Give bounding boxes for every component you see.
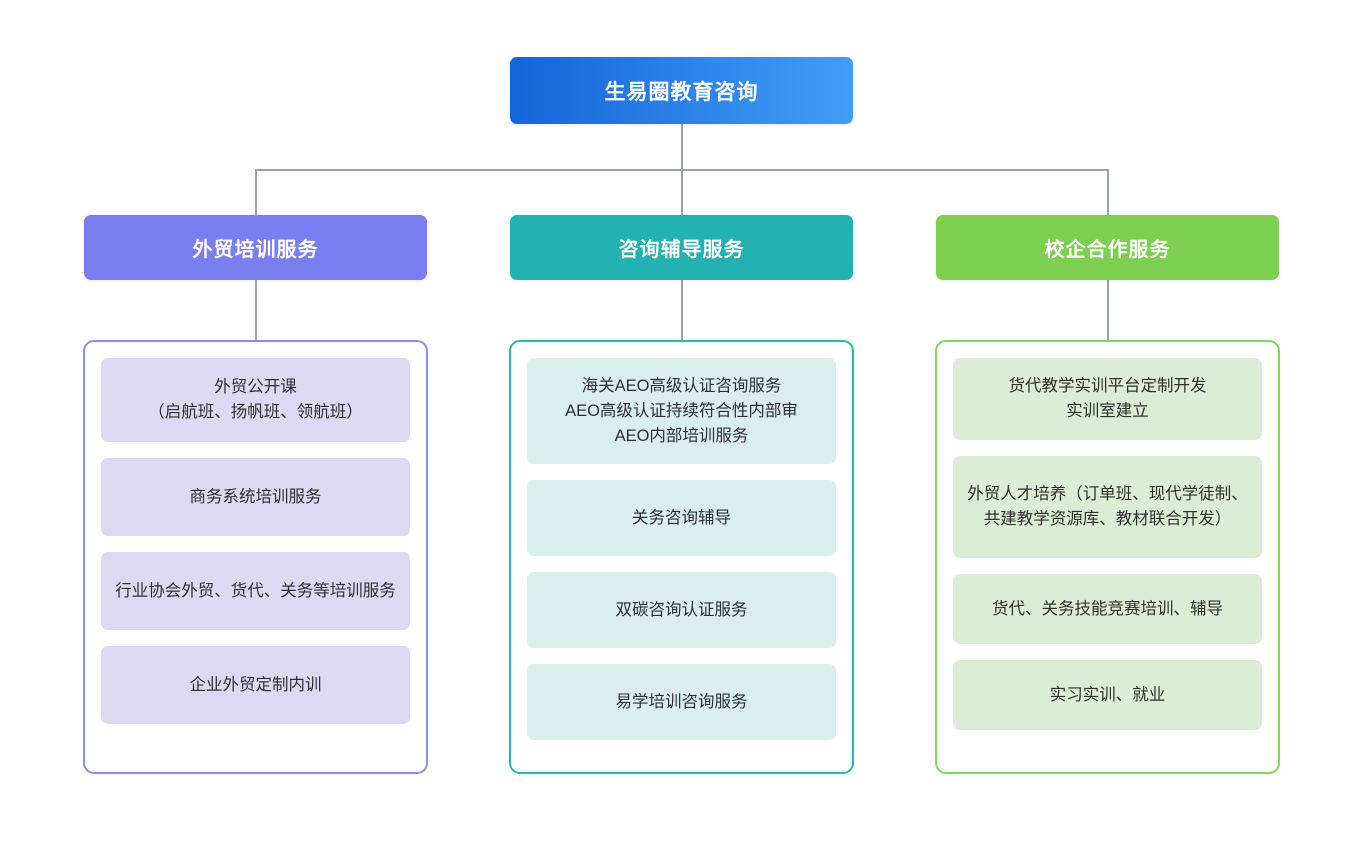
list-item-line: 外贸公开课 xyxy=(214,378,297,396)
connector-branch-0-to-items xyxy=(255,280,257,340)
branch-header-1-label: 咨询辅导服务 xyxy=(618,239,745,261)
list-item[interactable]: 企业外贸定制内训 xyxy=(101,646,410,724)
list-item-line: 外贸人才培养（订单班、现代学徒制、共建教学资源库、教材联合开发） xyxy=(967,485,1248,528)
branch-header-2[interactable]: 校企合作服务 xyxy=(936,215,1279,280)
branch-0-items-container: 外贸公开课 （启航班、扬帆班、领航班） 商务系统培训服务 行业协会外贸、货代、关务… xyxy=(83,340,428,774)
list-item-text: 海关AEO高级认证咨询服务 AEO高级认证持续符合性内部审 AEO内部培训服务 xyxy=(565,374,798,449)
list-item[interactable]: 货代、关务技能竞赛培训、辅导 xyxy=(953,574,1262,644)
list-item-line: 实训室建立 xyxy=(1066,402,1149,420)
list-item[interactable]: 实习实训、就业 xyxy=(953,660,1262,730)
root-node-label: 生易圈教育咨询 xyxy=(604,80,759,104)
list-item[interactable]: 易学培训咨询服务 xyxy=(527,664,836,740)
list-item-text: 企业外贸定制内训 xyxy=(190,673,322,698)
list-item-line: 双碳咨询认证服务 xyxy=(615,600,748,619)
branch-header-2-label: 校企合作服务 xyxy=(1044,239,1171,261)
list-item-text: 实习实训、就业 xyxy=(1050,683,1166,708)
branch-2-items-container: 货代教学实训平台定制开发实训室建立 外贸人才培养（订单班、现代学徒制、共建教学资… xyxy=(935,340,1280,774)
list-item-line: 货代教学实训平台定制开发 xyxy=(1008,377,1207,395)
list-item-line: 行业协会外贸、货代、关务等培训服务 xyxy=(115,581,396,600)
list-item-text: 外贸公开课 （启航班、扬帆班、领航班） xyxy=(148,375,363,425)
list-item-line: 货代、关务技能竞赛培训、辅导 xyxy=(992,599,1223,618)
list-item-text: 双碳咨询认证服务 xyxy=(616,598,748,623)
list-item[interactable]: 关务咨询辅导 xyxy=(527,480,836,556)
list-item[interactable]: 双碳咨询认证服务 xyxy=(527,572,836,648)
connector-branch-2-vertical xyxy=(1107,169,1109,215)
root-node[interactable]: 生易圈教育咨询 xyxy=(510,57,853,124)
connector-branch-2-to-items xyxy=(1107,280,1109,340)
branch-header-0-label: 外贸培训服务 xyxy=(192,239,319,261)
branch-header-0[interactable]: 外贸培训服务 xyxy=(84,215,427,280)
branch-1-items-container: 海关AEO高级认证咨询服务 AEO高级认证持续符合性内部审 AEO内部培训服务 关务… xyxy=(509,340,854,774)
list-item[interactable]: 外贸人才培养（订单班、现代学徒制、共建教学资源库、教材联合开发） xyxy=(953,456,1262,558)
list-item-line: （启航班、扬帆班、领航班） xyxy=(148,403,363,421)
list-item-line: 企业外贸定制内训 xyxy=(189,675,322,694)
connector-branch-0-vertical xyxy=(255,169,257,215)
list-item-text: 关务咨询辅导 xyxy=(632,506,731,531)
list-item[interactable]: 外贸公开课 （启航班、扬帆班、领航班） xyxy=(101,358,410,442)
list-item-line: AEO高级认证持续符合性内部审 xyxy=(565,401,798,420)
list-item-text: 易学培训咨询服务 xyxy=(616,690,748,715)
list-item-text: 货代、关务技能竞赛培训、辅导 xyxy=(992,597,1223,622)
connector-branch-1-to-items xyxy=(681,280,683,340)
list-item-line: AEO内部培训服务 xyxy=(614,426,749,445)
list-item-line: 海关AEO高级认证咨询服务 xyxy=(581,376,782,395)
list-item-line: 商务系统培训服务 xyxy=(189,487,322,506)
list-item[interactable]: 货代教学实训平台定制开发实训室建立 xyxy=(953,358,1262,440)
branch-header-1[interactable]: 咨询辅导服务 xyxy=(510,215,853,280)
list-item-text: 外贸人才培养（订单班、现代学徒制、共建教学资源库、教材联合开发） xyxy=(967,482,1248,532)
list-item[interactable]: 海关AEO高级认证咨询服务 AEO高级认证持续符合性内部审 AEO内部培训服务 xyxy=(527,358,836,464)
list-item-text: 货代教学实训平台定制开发实训室建立 xyxy=(1009,374,1207,424)
list-item-text: 行业协会外贸、货代、关务等培训服务 xyxy=(115,579,396,604)
list-item-line: 易学培训咨询服务 xyxy=(615,692,748,711)
list-item[interactable]: 行业协会外贸、货代、关务等培训服务 xyxy=(101,552,410,630)
connector-root-vertical xyxy=(681,124,683,170)
list-item[interactable]: 商务系统培训服务 xyxy=(101,458,410,536)
list-item-text: 商务系统培训服务 xyxy=(190,485,322,510)
list-item-line: 实习实训、就业 xyxy=(1049,685,1166,704)
list-item-line: 关务咨询辅导 xyxy=(632,508,731,527)
connector-branch-1-vertical xyxy=(681,169,683,215)
